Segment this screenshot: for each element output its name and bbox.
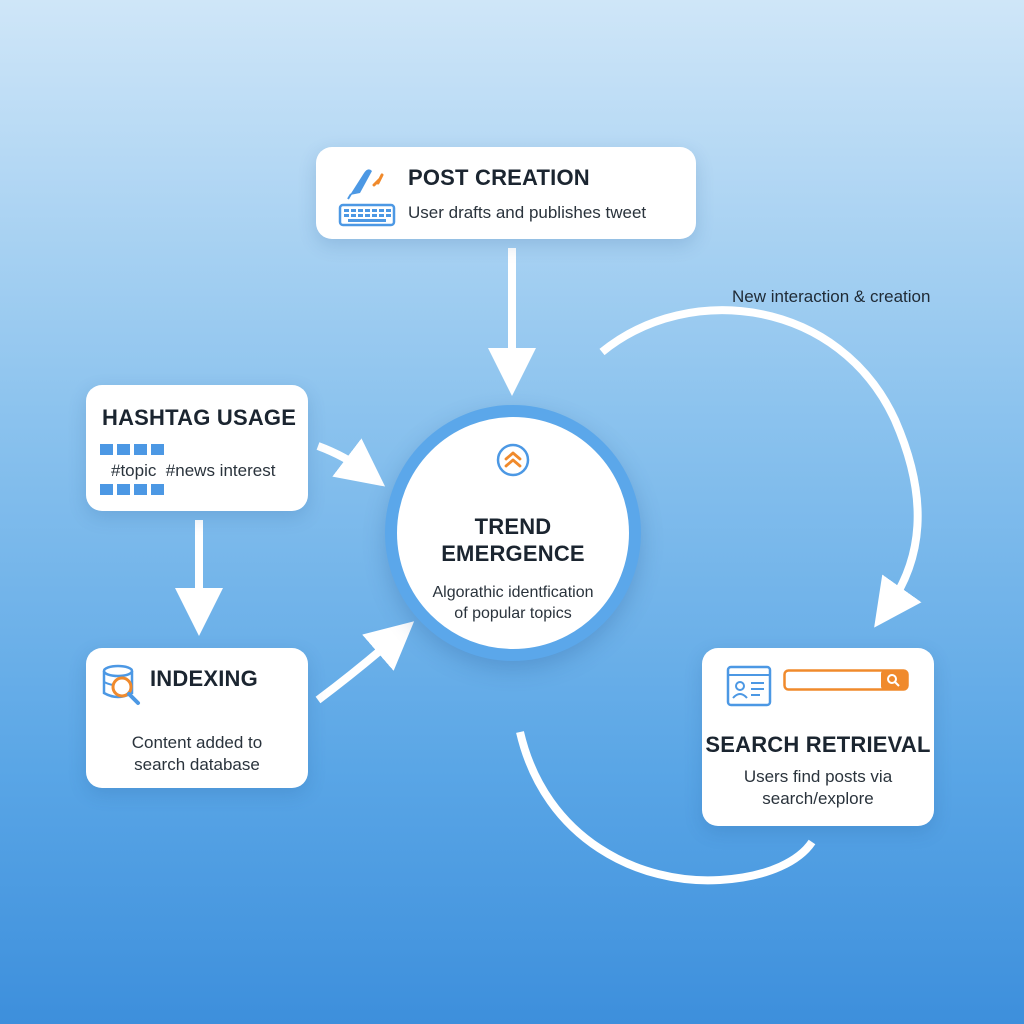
arc-search-to-bottom bbox=[516, 731, 816, 885]
trend-emergence-node: TREND EMERGENCE Algorathic identfication… bbox=[385, 405, 641, 661]
loop-label: New interaction & creation bbox=[732, 287, 931, 306]
trend-description-line1: Algorathic identfication bbox=[432, 584, 594, 601]
search-retrieval-description: Users find posts via search/explore bbox=[702, 766, 934, 810]
arrow-indexing-to-trend bbox=[315, 621, 415, 704]
post-creation-card: POST CREATION User drafts and publishes … bbox=[316, 147, 696, 239]
indexing-description-line2: search database bbox=[134, 755, 260, 774]
hashtag-grid-icon bbox=[100, 444, 164, 495]
search-description-line1: Users find posts via bbox=[743, 767, 893, 786]
trend-description-line2: of popular topics bbox=[454, 605, 572, 622]
hashtag-usage-title: HASHTAG USAGE bbox=[102, 405, 297, 430]
search-description-line2: search/explore bbox=[762, 789, 874, 808]
arrow-hashtag-to-trend bbox=[316, 438, 386, 487]
trend-title-line1: TREND bbox=[474, 514, 552, 539]
search-retrieval-card: SEARCH RETRIEVAL Users find posts via se… bbox=[702, 648, 934, 826]
indexing-description: Content added to search database bbox=[86, 732, 308, 776]
trend-emergence-title: TREND EMERGENCE bbox=[397, 513, 629, 567]
post-creation-title: POST CREATION bbox=[408, 165, 590, 190]
indexing-title: INDEXING bbox=[150, 666, 258, 691]
trend-emergence-description: Algorathic identfication of popular topi… bbox=[397, 582, 629, 624]
post-creation-description: User drafts and publishes tweet bbox=[408, 203, 647, 222]
hashtag-tags: #topic #news interest bbox=[111, 461, 276, 480]
database-search-icon bbox=[102, 664, 140, 705]
arrow-loop-to-search bbox=[599, 306, 922, 628]
indexing-card: INDEXING Content added to search databas… bbox=[86, 648, 308, 788]
profile-card-icon bbox=[726, 665, 772, 707]
indexing-description-line1: Content added to bbox=[131, 733, 263, 752]
keyboard-quill-icon bbox=[338, 169, 396, 227]
chevron-up-icon bbox=[496, 443, 530, 477]
search-bar-icon bbox=[783, 669, 909, 691]
hashtag-usage-card: HASHTAG USAGE #topic #news interest bbox=[86, 385, 308, 511]
search-retrieval-title: SEARCH RETRIEVAL bbox=[705, 732, 931, 757]
trend-title-line2: EMERGENCE bbox=[441, 541, 585, 566]
